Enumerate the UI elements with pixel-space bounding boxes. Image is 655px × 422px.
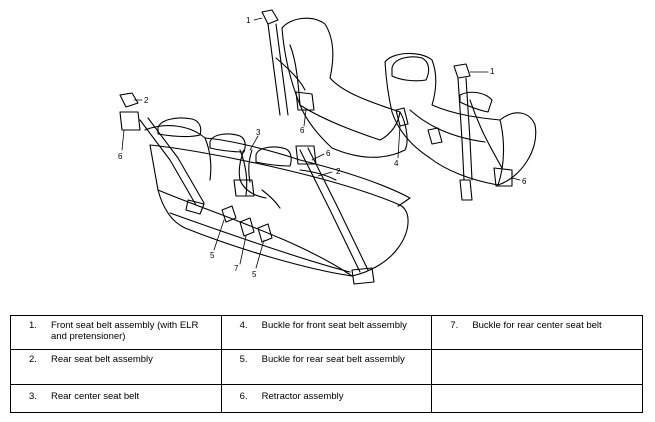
seat-belt-diagram: 1 1 2 2 3 4 5 5 6 6 6 6 7 xyxy=(118,9,537,285)
legend-number: 7. xyxy=(450,320,459,331)
legend-text: Retractor assembly xyxy=(261,390,344,402)
callout-2-right: 2 xyxy=(336,167,341,176)
rear-center-belt xyxy=(238,149,267,199)
callout-5-left: 5 xyxy=(210,251,215,260)
front-belt-right-anchor xyxy=(453,63,471,79)
callout-6-front: 6 xyxy=(300,126,305,135)
rear-retractor-left xyxy=(119,111,141,131)
rear-retractor-right xyxy=(295,145,317,165)
legend-text: Buckle for rear center seat belt xyxy=(472,320,602,331)
legend-text: Front seat belt assembly (with ELR and p… xyxy=(51,320,199,342)
legend-cell: 4. Buckle for front seat belt assembly xyxy=(220,314,433,351)
legend-number: 2. xyxy=(29,354,37,366)
rear-buckle-right xyxy=(257,223,273,243)
legend-cell: 7. Buckle for rear center seat belt xyxy=(431,314,643,351)
callout-1-left: 1 xyxy=(246,16,251,25)
legend-cell: 1. Front seat belt assembly (with ELR and… xyxy=(10,314,222,351)
rear-buckle-center xyxy=(239,217,255,237)
legend-cell: 6. Retractor assembly xyxy=(220,383,433,414)
callout-7: 7 xyxy=(234,264,239,273)
legend-text: Rear center seat belt xyxy=(51,390,140,402)
front-belt-left-strap xyxy=(267,23,289,116)
legend-cell: 5. Buckle for rear seat belt assembly xyxy=(220,349,433,385)
rear-belt-left-anchor xyxy=(119,92,139,108)
legend-text: Buckle for front seat belt assembly xyxy=(261,320,407,331)
center-console xyxy=(459,91,493,113)
front-retractor-left xyxy=(295,91,315,111)
legend-number: 6. xyxy=(239,390,248,402)
rear-headrest-center xyxy=(209,133,246,153)
rear-belt-right-strap xyxy=(299,147,369,273)
callout-5-right: 5 xyxy=(252,270,257,279)
legend-table: 1. Front seat belt assembly (with ELR and… xyxy=(10,314,643,414)
rear-headrest-left xyxy=(157,117,202,138)
legend-cell-empty xyxy=(431,383,643,414)
rear-seat-cushion xyxy=(149,144,409,277)
legend-cell: 3. Rear center seat belt xyxy=(10,383,222,414)
callout-2-left: 2 xyxy=(144,96,149,105)
callout-1-right: 1 xyxy=(490,67,495,76)
front-buckle-right-side xyxy=(427,127,443,145)
legend-cell-empty xyxy=(431,349,643,385)
legend-number: 3. xyxy=(29,390,37,402)
front-buckle xyxy=(395,107,409,127)
legend-row: 2. Rear seat belt assembly 5. Buckle for r… xyxy=(10,349,643,385)
legend-number: 1. xyxy=(29,320,37,331)
front-belt-right-strap xyxy=(457,77,473,181)
legend-text: Rear seat belt assembly xyxy=(51,354,153,366)
front-seatback-right xyxy=(384,52,505,186)
legend-cell: 2. Rear seat belt assembly xyxy=(10,349,222,385)
legend-row: 3. Rear center seat belt 6. Retractor asse… xyxy=(10,383,643,414)
callout-6-left: 6 xyxy=(118,152,123,161)
front-seatback-left xyxy=(281,17,401,141)
callout-6-right: 6 xyxy=(522,177,527,186)
callout-4: 4 xyxy=(394,159,399,168)
rear-seatback xyxy=(144,125,411,207)
rear-buckle-left xyxy=(221,205,237,223)
callout-6-rear: 6 xyxy=(326,149,331,158)
front-headrest-right xyxy=(391,56,430,82)
legend-row: 1. Front seat belt assembly (with ELR and… xyxy=(10,314,643,351)
rear-belt-left-strap xyxy=(139,117,205,206)
legend-text: Buckle for rear seat belt assembly xyxy=(261,354,405,366)
legend-number: 5. xyxy=(239,354,248,366)
front-retractor-right xyxy=(493,167,513,187)
front-belt-left-anchor xyxy=(261,9,279,25)
rear-headrest-right xyxy=(255,146,292,167)
callout-3: 3 xyxy=(256,128,261,137)
legend-number: 4. xyxy=(239,320,248,331)
